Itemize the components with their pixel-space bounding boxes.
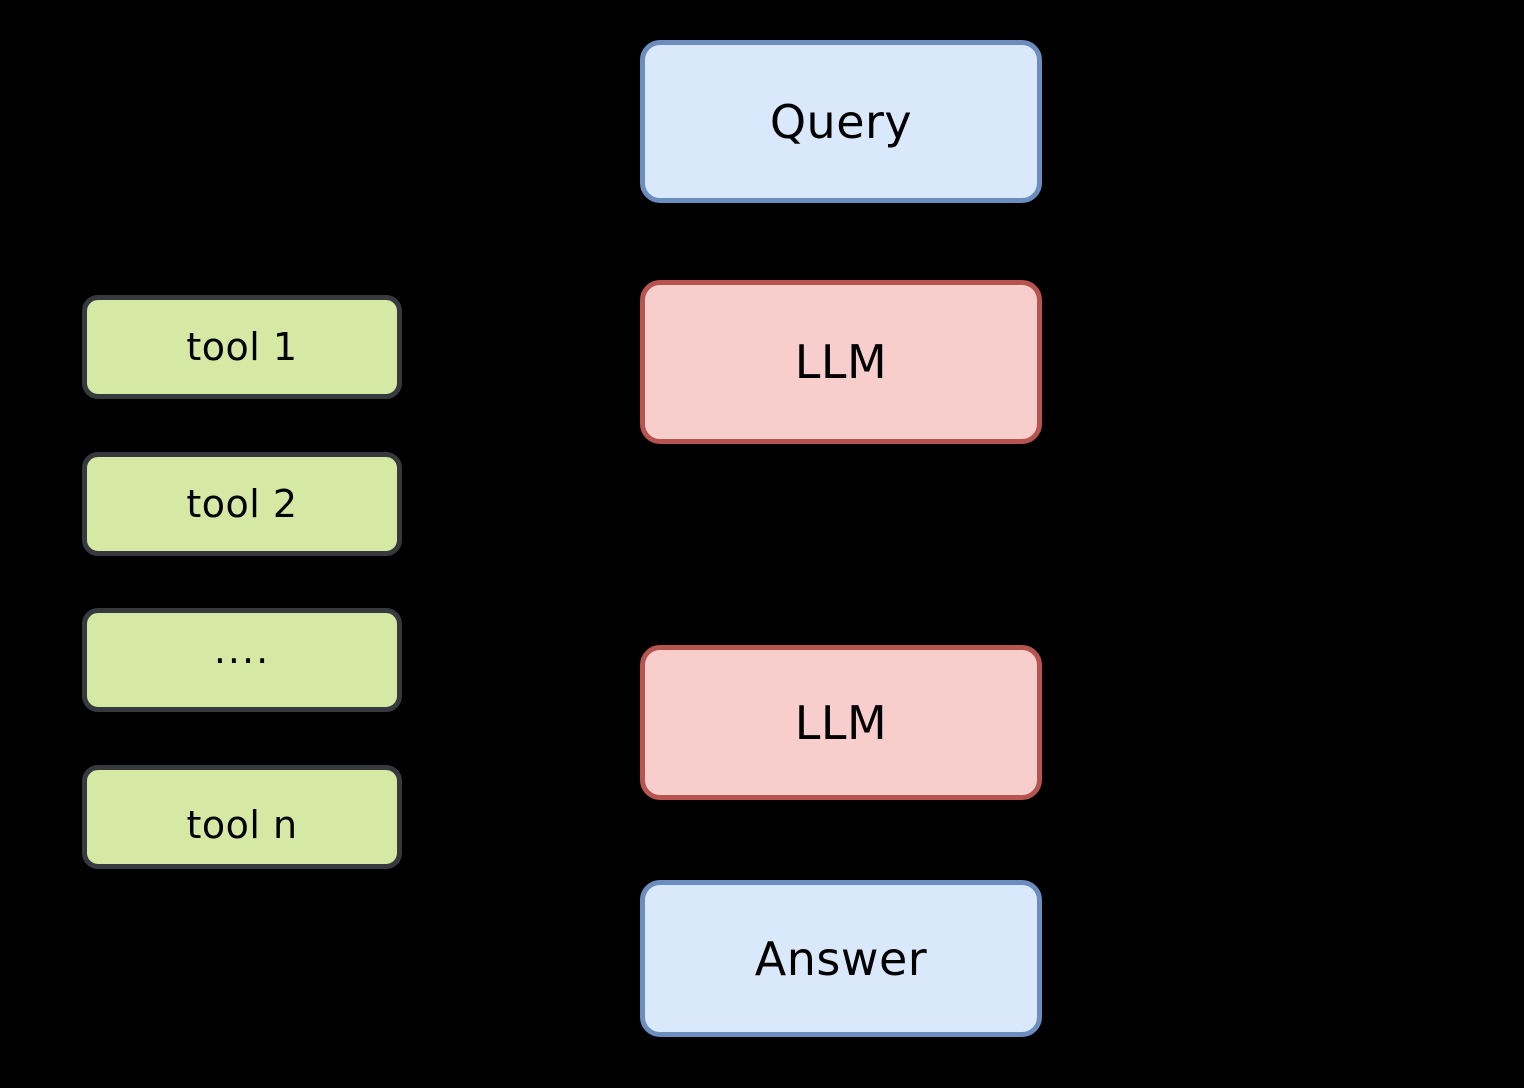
llm-node-second[interactable]: LLM	[640, 645, 1042, 800]
llm-node-second-label: LLM	[794, 695, 888, 750]
tool-node-n-label: tool n	[186, 803, 298, 847]
tool-node-n[interactable]: tool n	[82, 765, 402, 869]
llm-node-first-label: LLM	[794, 335, 888, 389]
tool-node-2[interactable]: tool 2	[82, 452, 402, 556]
answer-node[interactable]: Answer	[640, 880, 1042, 1037]
tool-node-2-label: tool 2	[186, 482, 298, 526]
llm-node-first[interactable]: LLM	[640, 280, 1042, 444]
answer-node-label: Answer	[754, 931, 928, 986]
tool-node-1-label: tool 1	[186, 325, 298, 369]
tool-node-ellipsis-label: ....	[213, 628, 271, 672]
query-node-label: Query	[769, 94, 913, 149]
tool-node-1[interactable]: tool 1	[82, 295, 402, 399]
query-node[interactable]: Query	[640, 40, 1042, 203]
tool-node-ellipsis[interactable]: ....	[82, 608, 402, 712]
